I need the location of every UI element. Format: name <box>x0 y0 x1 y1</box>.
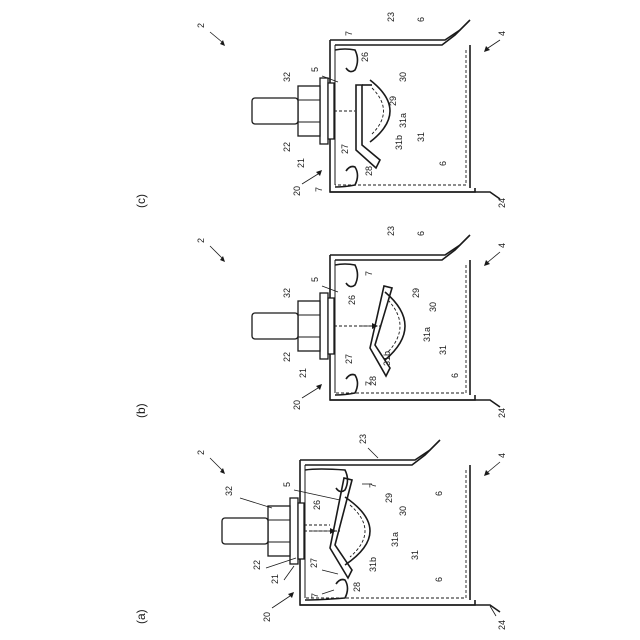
label-26: 26 <box>347 295 357 305</box>
label-23: 23 <box>386 226 396 236</box>
label-6a: 6 <box>416 231 426 236</box>
label-23: 23 <box>358 434 368 444</box>
label-5: 5 <box>310 67 320 72</box>
label-24: 24 <box>497 408 507 418</box>
label-6a: 6 <box>434 491 444 496</box>
label-2: 2 <box>196 238 206 243</box>
label-32: 32 <box>282 72 292 82</box>
panel-c-labels: 2 4 23 6 7 5 32 26 29 30 31a 31b 31 27 2… <box>196 12 507 208</box>
label-7b: 7 <box>314 187 324 192</box>
label-32: 32 <box>224 486 234 496</box>
label-7a: 7 <box>364 271 374 276</box>
label-2: 2 <box>196 23 206 28</box>
label-20: 20 <box>262 612 272 622</box>
label-4: 4 <box>497 243 507 248</box>
label-21: 21 <box>270 574 280 584</box>
label-28: 28 <box>352 582 362 592</box>
label-31b: 31b <box>368 557 378 572</box>
label-23: 23 <box>386 12 396 22</box>
label-21: 21 <box>298 368 308 378</box>
label-31b: 31b <box>382 351 392 366</box>
label-29: 29 <box>388 96 398 106</box>
label-31: 31 <box>438 345 448 355</box>
label-7b: 7 <box>364 381 374 386</box>
label-21: 21 <box>296 158 306 168</box>
label-7b: 7 <box>310 593 320 598</box>
panel-a-labels: 2 4 23 7 6 5 32 26 29 30 31a 31b 31 27 2… <box>196 434 507 630</box>
label-2: 2 <box>196 450 206 455</box>
label-31a: 31a <box>398 113 408 128</box>
label-6a: 6 <box>416 17 426 22</box>
label-27: 27 <box>344 354 354 364</box>
label-4: 4 <box>497 31 507 36</box>
label-20: 20 <box>292 400 302 410</box>
label-24: 24 <box>497 198 507 208</box>
label-31: 31 <box>416 132 426 142</box>
label-32: 32 <box>282 288 292 298</box>
label-26: 26 <box>360 52 370 62</box>
label-5: 5 <box>310 277 320 282</box>
label-31: 31 <box>410 550 420 560</box>
label-22: 22 <box>282 352 292 362</box>
label-30: 30 <box>398 72 408 82</box>
label-30: 30 <box>398 506 408 516</box>
label-31a: 31a <box>422 327 432 342</box>
label-24: 24 <box>497 620 507 630</box>
label-7a: 7 <box>344 31 354 36</box>
panel-b-labels: 2 4 23 6 7 5 32 26 29 30 31a 31b 31 27 2… <box>196 226 507 418</box>
label-30: 30 <box>428 302 438 312</box>
label-6b: 6 <box>438 161 448 166</box>
label-5: 5 <box>282 482 292 487</box>
label-27: 27 <box>309 558 319 568</box>
label-28a: 26 <box>312 500 322 510</box>
label-22: 22 <box>282 142 292 152</box>
label-6b: 6 <box>450 373 460 378</box>
label-31b: 31b <box>394 135 404 150</box>
label-31a: 31a <box>390 532 400 547</box>
label-4: 4 <box>497 453 507 458</box>
label-20: 20 <box>292 186 302 196</box>
label-27: 27 <box>340 144 350 154</box>
label-28: 28 <box>364 166 374 176</box>
label-22: 22 <box>252 560 262 570</box>
label-29: 29 <box>384 493 394 503</box>
label-6b: 6 <box>434 577 444 582</box>
label-29: 29 <box>411 288 421 298</box>
